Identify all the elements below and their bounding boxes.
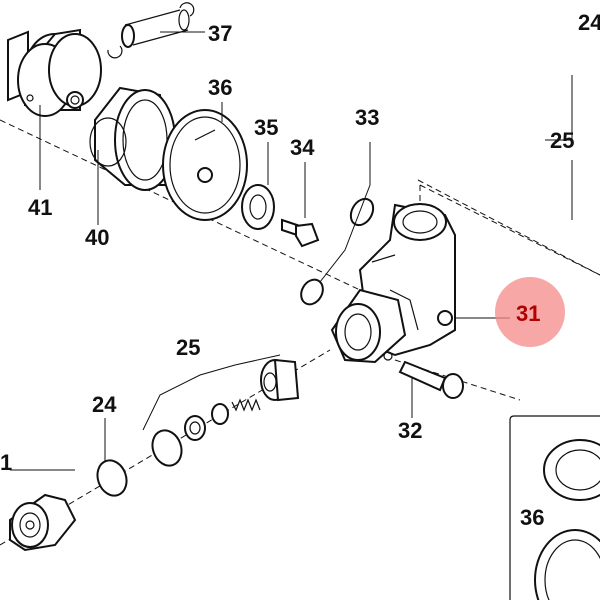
highlight-circle xyxy=(495,277,565,347)
inset-view xyxy=(509,415,600,600)
callout-24-top: 24 xyxy=(578,10,600,35)
callout-34: 34 xyxy=(290,135,315,160)
roller-part-41 xyxy=(7,28,102,117)
o-ring-part-24 xyxy=(96,459,128,497)
bolt-part-34 xyxy=(281,218,320,248)
pump-housing-part-31 xyxy=(330,179,600,364)
callout-41: 41 xyxy=(28,195,52,220)
cup-part-40 xyxy=(89,86,176,191)
valve-assembly-part-25 xyxy=(151,358,300,467)
callout-32: 32 xyxy=(398,418,422,443)
callout-labels: 37 24 36 35 34 33 25 41 40 25 24 32 36 1 xyxy=(0,10,600,530)
callout-24-lower: 24 xyxy=(92,392,117,417)
diaphragm-part-36 xyxy=(162,109,248,221)
callout-25-lower: 25 xyxy=(176,335,200,360)
callout-1: 1 xyxy=(0,450,12,475)
nozzle-part-1 xyxy=(9,493,77,552)
callout-31: 31 xyxy=(516,301,540,326)
leader-lines xyxy=(10,31,573,471)
highlight-callout-31[interactable]: 31 xyxy=(495,277,565,347)
screw-part-32 xyxy=(398,360,464,399)
callout-37: 37 xyxy=(208,21,232,46)
callout-40: 40 xyxy=(85,225,109,250)
pin-part-37 xyxy=(107,2,195,59)
callout-36-top: 36 xyxy=(208,75,232,100)
callout-25-right: 25 xyxy=(550,128,574,153)
o-ring-part-33 xyxy=(300,197,375,306)
washer-part-35 xyxy=(241,184,275,230)
callout-33: 33 xyxy=(355,105,379,130)
callout-36-inset: 36 xyxy=(520,505,544,530)
callout-35: 35 xyxy=(254,115,278,140)
